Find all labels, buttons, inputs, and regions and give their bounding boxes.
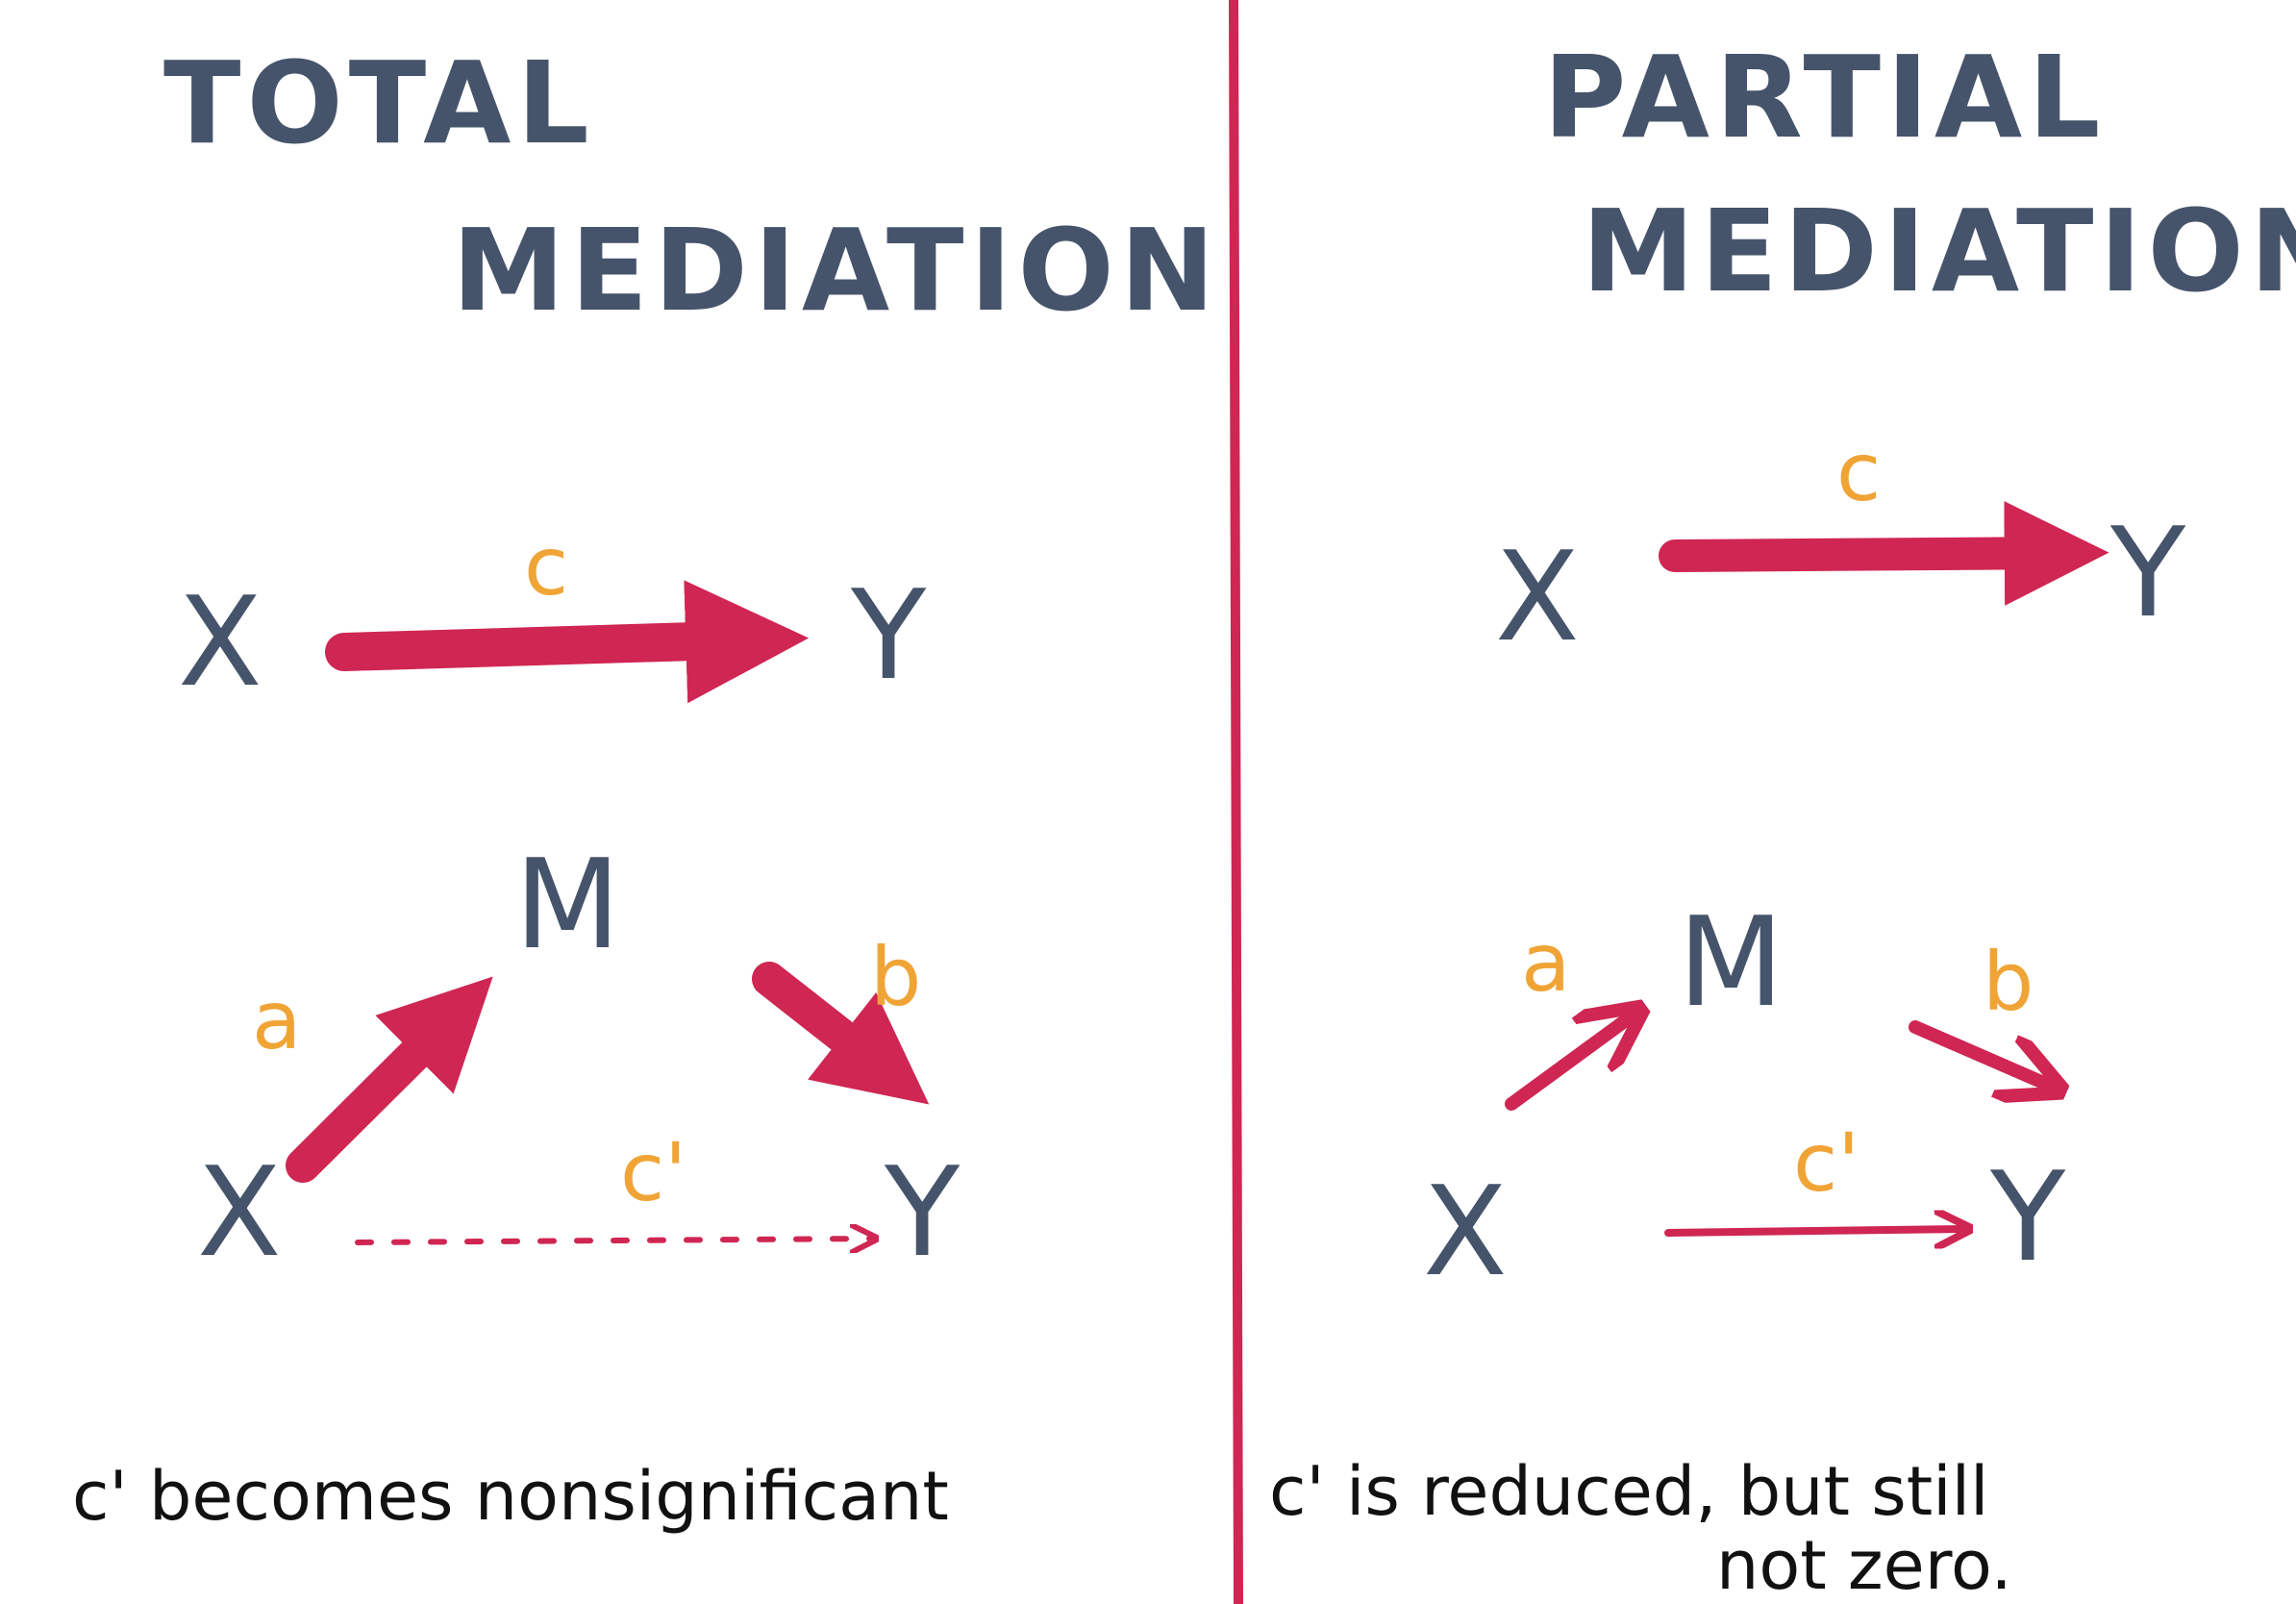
total-c-label: c — [524, 519, 568, 614]
partial-title-line1: PARTIAL — [1543, 31, 2106, 163]
total-a-label: a — [252, 973, 301, 1067]
partial-a-arrow — [1505, 1017, 1630, 1111]
partial-m-node: M — [1678, 891, 1784, 1035]
partial-c-arrow — [1659, 501, 2109, 606]
partial-c-prime-arrow — [1664, 1229, 1961, 1233]
partial-top-y-node: Y — [2109, 502, 2186, 645]
total-title-line2: MEDIATION — [452, 204, 1221, 337]
total-a-arrow — [286, 976, 493, 1183]
partial-top-x-node: X — [1495, 526, 1580, 669]
total-c-arrow — [325, 580, 810, 704]
partial-mediation-panel: PARTIAL MEDIATION X c Y M a b X c' Y c' … — [1269, 31, 2296, 1604]
panel-divider — [1229, 0, 1243, 1604]
total-b-label: b — [870, 930, 921, 1024]
partial-a-label: a — [1521, 915, 1570, 1010]
total-note: c' becomes nonsignificant — [72, 1457, 949, 1536]
partial-b-arrow — [1909, 1020, 2048, 1085]
partial-c-prime-label: c' — [1793, 1115, 1859, 1210]
total-c-prime-label: c' — [620, 1125, 686, 1219]
total-y-node: Y — [884, 1141, 961, 1285]
total-top-x-node: X — [178, 571, 262, 714]
partial-c-label: c — [1836, 425, 1881, 519]
total-b-arrow — [752, 962, 930, 1105]
total-c-prime-arrow — [355, 1239, 870, 1242]
total-title-line1: TOTAL — [163, 37, 595, 169]
total-mediation-panel: TOTAL MEDIATION X c Y M a b X c' Y c' be… — [72, 37, 1221, 1536]
partial-y-node: Y — [1989, 1146, 2066, 1290]
total-x-node: X — [197, 1141, 282, 1285]
partial-b-label: b — [1983, 935, 2034, 1029]
partial-title-line2: MEDIATION — [1582, 185, 2296, 317]
partial-note-line1: c' is reduced, but still — [1269, 1452, 1989, 1531]
total-top-y-node: Y — [850, 564, 927, 708]
partial-note-line2: not zero. — [1716, 1526, 2012, 1604]
total-m-node: M — [514, 834, 620, 977]
partial-x-node: X — [1423, 1161, 1508, 1304]
